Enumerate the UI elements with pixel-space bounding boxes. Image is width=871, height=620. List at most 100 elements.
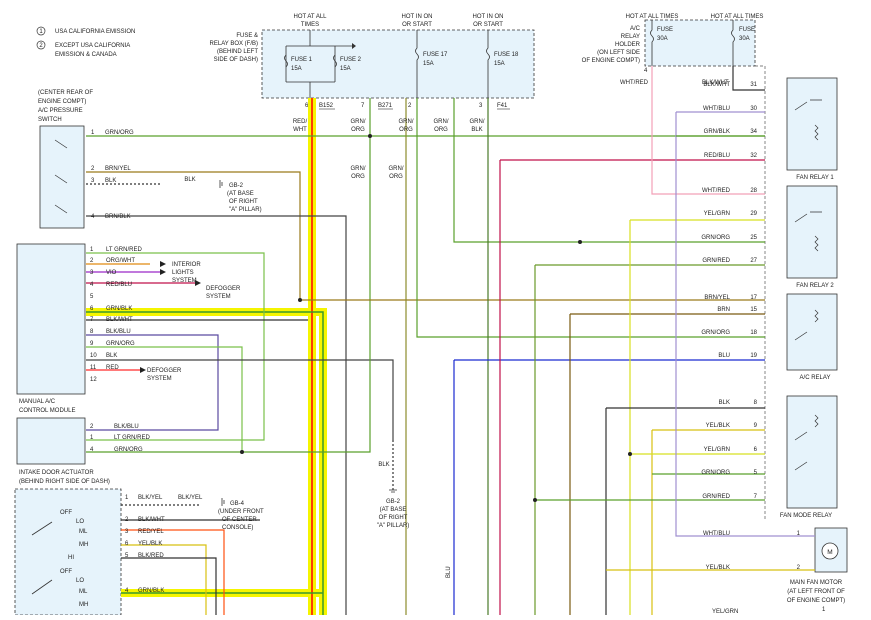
motor-wire-2: YEL/BLK: [706, 565, 730, 571]
relay-holder-fuse-a: FUSE: [657, 27, 673, 33]
header-hot-at-all-times-3: HOT AT ALL TIMES: [711, 14, 764, 20]
vertical-wire-labels: RED/ WHT GRN/ ORG GRN/ ORG GRN/ ORG GRN/…: [293, 119, 485, 578]
pressure-switch-label-4: SWITCH: [38, 117, 62, 123]
ac-module-wire-10: BLK: [106, 353, 117, 359]
ground-gb2-upper: BLK GB-2 (AT BASE OF RIGHT "A" PILLAR): [184, 177, 261, 213]
fan-relay-2-label: FAN RELAY 2: [796, 283, 834, 289]
gb2-lower-l2: OF RIGHT: [379, 515, 408, 521]
defogger-lower-2: SYSTEM: [147, 376, 172, 382]
switch-ml-2: ML: [79, 589, 88, 595]
pressure-switch-pin-3: 3: [91, 178, 95, 184]
intake-door-label: INTAKE DOOR ACTUATOR: [19, 470, 94, 476]
ac-module-wire-3: VIO: [106, 270, 117, 276]
interior-lights-1: INTERIOR: [172, 262, 201, 268]
fuse-18-rating: 15A: [494, 61, 505, 67]
ac-module-pin-8: 8: [90, 329, 94, 335]
ac-module-wire-6: GRN/BLK: [106, 306, 132, 312]
relay-wire-7: GRN/RED: [702, 494, 730, 500]
connector-f41: F41: [497, 103, 508, 109]
intake-door-wire-4: GRN/ORG: [114, 447, 143, 453]
wire-red-wht-b: WHT: [293, 127, 307, 133]
note-2-text: EXCEPT USA CALIFORNIA: [55, 43, 130, 49]
note-2-number: 2: [39, 43, 43, 49]
fuse-relay-box: FUSE & RELAY BOX (F/B) (BEHIND LEFT SIDE…: [210, 29, 535, 110]
relay-pin-29: 29: [750, 211, 757, 217]
manual-ac-label-1: MANUAL A/C: [19, 399, 56, 405]
header-hot-in-on-2: HOT IN ON: [473, 14, 504, 20]
relay-wire-15: BRN: [717, 307, 730, 313]
blower-switch-wire-1: BLK/YEL: [138, 495, 163, 501]
relay-wire-18: GRN/ORG: [701, 330, 730, 336]
relay-holder-label-2: RELAY: [621, 34, 640, 40]
relay-wire-32: RED/BLU: [704, 153, 730, 159]
pressure-switch-wire-1: GRN/ORG: [105, 130, 134, 136]
ac-module-wire-8: BLK/BLU: [106, 329, 131, 335]
motor-symbol: M: [827, 549, 832, 556]
relay-pin-27: 27: [750, 258, 757, 264]
defogger-upper-1: DEFOGGER: [206, 286, 241, 292]
fuse-2-rating: 15A: [340, 66, 351, 72]
main-fan-motor-label: MAIN FAN MOTOR: [790, 580, 843, 586]
header-hot-in-on-1b: OR START: [402, 22, 432, 28]
fuse-box-pin-2: 2: [408, 103, 412, 109]
wires: [86, 66, 815, 615]
fuse-box-pin-6: 6: [305, 103, 309, 109]
fuse-box-pin-3: 3: [479, 103, 483, 109]
fuse-box-label-3: (BEHIND LEFT: [217, 49, 258, 55]
main-fan-motor: M MAIN FAN MOTOR (AT LEFT FRONT OF OF EN…: [787, 527, 848, 604]
relay-pin-28: 28: [750, 188, 757, 194]
defogger-system-lower: DEFOGGER SYSTEM: [140, 367, 182, 382]
fuse-box-label-4: SIDE OF DASH): [214, 57, 258, 63]
wire-grn-org-4a: GRN/: [351, 166, 366, 172]
ac-module-wire-1: LT GRN/RED: [106, 247, 142, 253]
relay-wire-27: GRN/RED: [702, 258, 730, 264]
relay-pin-30: 30: [750, 106, 757, 112]
main-fan-motor-loc-1: (AT LEFT FRONT OF: [787, 589, 845, 595]
wire-blk-mid: BLK: [378, 462, 389, 468]
pressure-switch-pin-1: 1: [91, 130, 95, 136]
fuse-2-label: FUSE 2: [340, 57, 362, 63]
relay-pin-7: 7: [754, 494, 758, 500]
wire-blu-vertical: BLU: [446, 566, 452, 578]
pressure-switch-label-2: ENGINE COMPT): [38, 99, 86, 105]
ac-module-wire-2: ORG/WHT: [106, 258, 135, 264]
blower-switch-pin-6: 6: [125, 541, 129, 547]
header-hot-at-all-times-b: TIMES: [301, 22, 319, 28]
pressure-switch-label-1: (CENTER REAR OF: [38, 90, 93, 96]
relay-holder-fuse-b-rating: 30A: [739, 36, 750, 42]
relay-pin-15: 15: [750, 307, 757, 313]
fuse-box-pin-7: 7: [361, 103, 365, 109]
fuse-17-rating: 15A: [423, 61, 434, 67]
pressure-switch-label-3: A/C PRESSURE: [38, 108, 83, 114]
pressure-switch-pin-4: 4: [91, 214, 95, 220]
manual-ac-label-2: CONTROL MODULE: [19, 408, 75, 414]
ac-module-pin-11: 11: [90, 365, 97, 371]
relay-pin-19: 19: [750, 353, 757, 359]
relay-wire-31: BLK/WHT: [703, 82, 730, 88]
intake-door-pin-1: 1: [90, 435, 94, 441]
relay-wire-17: BRN/YEL: [704, 295, 730, 301]
wire-grn-org-5b: ORG: [389, 174, 403, 180]
header-hot-in-on-2b: OR START: [473, 22, 503, 28]
motor-pin-1: 1: [797, 531, 801, 537]
legend-notes: 1 USA CALIFORNIA EMISSION 2 EXCEPT USA C…: [36, 26, 135, 58]
wire-yel-grn-bottom: YEL/GRN: [712, 609, 738, 615]
switch-mh-2: MH: [79, 602, 88, 608]
ac-relay-holder: A/C RELAY HOLDER (ON LEFT SIDE OF ENGINE…: [582, 19, 756, 86]
defogger-system-upper: DEFOGGER SYSTEM: [195, 280, 241, 300]
relay-wire-19: BLU: [718, 353, 730, 359]
wire-grn-org-2b: ORG: [399, 127, 413, 133]
wire-grn-org-2a: GRN/: [399, 119, 414, 125]
wire-grn-org-1b: ORG: [351, 127, 365, 133]
pressure-switch-pin-2: 2: [91, 166, 95, 172]
relay-holder-label-3: HOLDER: [615, 42, 641, 48]
ac-module-wire-11: RED: [106, 365, 119, 371]
intake-door-location: (BEHIND RIGHT SIDE OF DASH): [19, 479, 110, 485]
blower-switch-pin-1: 1: [125, 495, 129, 501]
gb4-l2: OF CENTER: [222, 517, 257, 523]
relay-pin-8: 8: [754, 400, 758, 406]
header-hot-at-all-times-2: HOT AT ALL TIMES: [626, 14, 679, 20]
ac-module-pin-3: 3: [90, 270, 94, 276]
ac-module-pin-2: 2: [90, 258, 94, 264]
